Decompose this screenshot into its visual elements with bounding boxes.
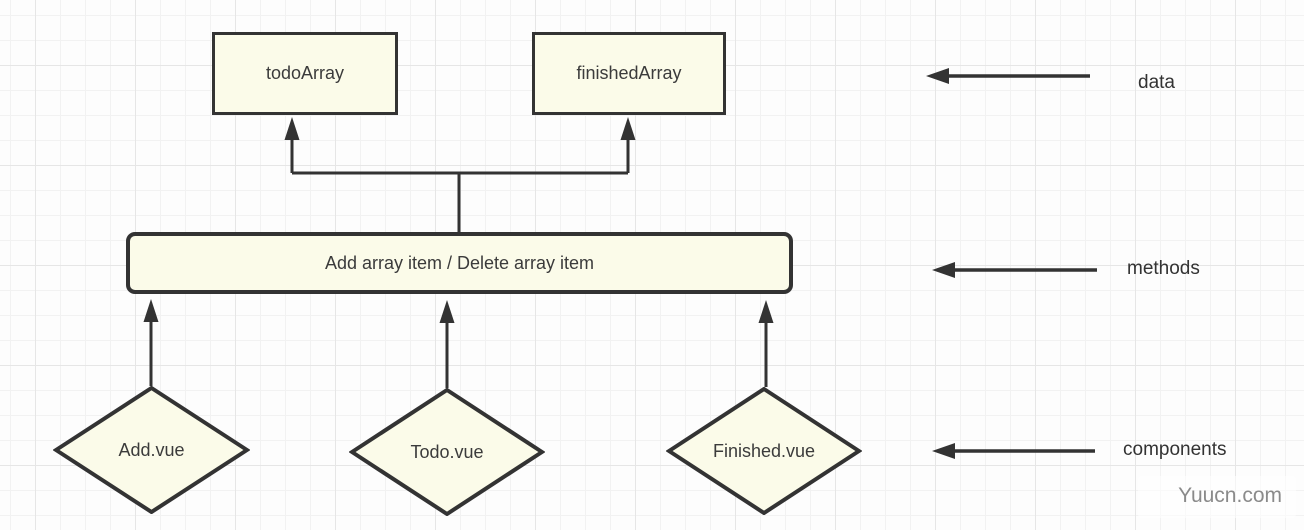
node-finished-vue: Finished.vue [666,387,862,515]
node-methods-label: Add array item / Delete array item [324,252,595,273]
legend-label-components: components [1123,439,1227,460]
legend-arrowhead-methods-icon [932,262,955,278]
legend-label-data: data [1138,72,1175,93]
node-finished-array-label: finishedArray [576,63,682,83]
arrowhead-todovue-icon [439,300,455,323]
diamond-shape-icon [666,387,862,515]
node-finished-array: finishedArray [532,32,726,115]
arrowhead-addvue-icon [143,299,159,322]
legend-arrowhead-components-icon [932,443,955,459]
diamond-shape-icon [349,388,545,516]
node-methods: Add array item / Delete array item [126,232,793,294]
arrowhead-to-todoarray-icon [284,117,300,140]
node-add-vue: Add.vue [53,386,250,514]
arrowhead-to-finishedarray-icon [620,117,636,140]
watermark: Yuucn.com [1138,476,1296,518]
node-todo-array: todoArray [212,32,398,115]
node-todo-array-label: todoArray [265,63,345,83]
node-todo-vue-label: Todo.vue [410,441,484,462]
node-add-vue-label: Add.vue [118,439,185,460]
diamond-shape-icon [53,386,250,514]
legend-arrowhead-data-icon [926,68,949,84]
arrowhead-finishedvue-icon [758,300,774,323]
node-todo-vue: Todo.vue [349,388,545,516]
node-finished-vue-label: Finished.vue [712,440,816,461]
legend-label-methods: methods [1127,258,1200,279]
